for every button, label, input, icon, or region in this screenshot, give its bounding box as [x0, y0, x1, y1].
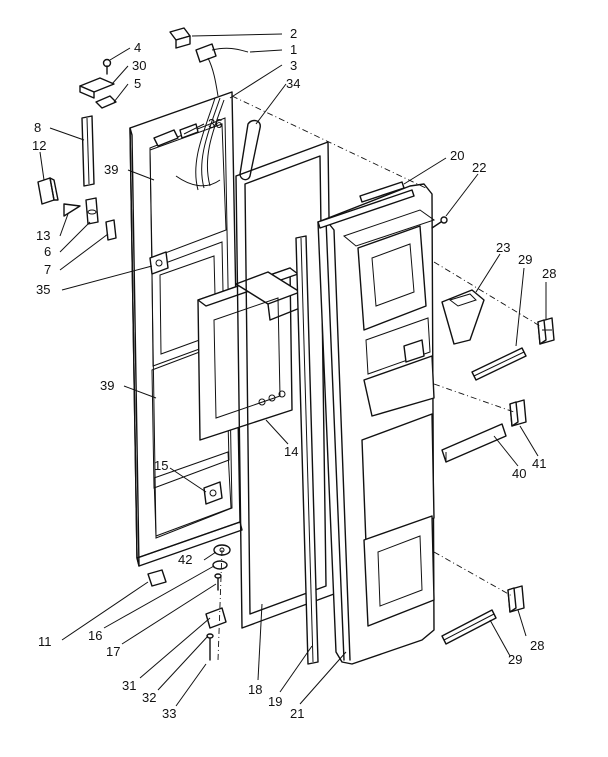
cap-part-12 [37, 177, 59, 205]
callout-labels: 2 1 4 30 3 5 34 36 8 12 20 22 39 13 6 7 … [32, 26, 556, 721]
callout-35: 35 [36, 282, 50, 297]
callout-19: 19 [268, 694, 282, 709]
callout-20: 20 [450, 148, 464, 163]
callout-31: 31 [122, 678, 136, 693]
hinge-pin-part-6 [85, 197, 99, 225]
leader-lines [39, 33, 547, 707]
callout-21: 21 [290, 706, 304, 721]
screw-part-22 [431, 216, 448, 229]
shim-part-5 [95, 95, 117, 109]
callout-17: 17 [106, 644, 120, 659]
callout-15: 15 [154, 458, 168, 473]
tube-part-34 [239, 119, 261, 181]
screw-part-17 [214, 573, 222, 591]
wire-harness-plug-part [195, 43, 249, 97]
callout-32: 32 [142, 690, 156, 705]
callout-16: 16 [88, 628, 102, 643]
callout-36: 36 [208, 116, 222, 131]
callout-34: 34 [286, 76, 300, 91]
callout-28-upper: 28 [542, 266, 556, 281]
ice-chute-part-23 [441, 289, 485, 345]
bottom-hinge-bracket [203, 481, 223, 505]
trim-strip-part-20 [317, 181, 415, 229]
callout-30: 30 [132, 58, 146, 73]
callout-42: 42 [178, 552, 192, 567]
callout-39-upper: 39 [104, 162, 118, 177]
callout-12: 12 [32, 138, 46, 153]
callout-1: 1 [290, 42, 297, 57]
callout-23: 23 [496, 240, 510, 255]
callout-3: 3 [290, 58, 297, 73]
wiring-harness [175, 97, 225, 191]
breaker-strip [295, 235, 319, 665]
shelf-rail-upper [471, 347, 527, 381]
callout-6: 6 [44, 244, 51, 259]
callout-39-lower: 39 [100, 378, 114, 393]
callout-11: 11 [38, 634, 52, 649]
alignment-lines [217, 95, 541, 661]
hinge-part-31 [205, 607, 227, 629]
trim-strip-part-8 [81, 115, 95, 187]
callout-5: 5 [134, 76, 141, 91]
spacer-part-7 [105, 219, 117, 241]
pin-part-13 [63, 203, 81, 217]
callout-8: 8 [34, 120, 41, 135]
callout-33: 33 [162, 706, 176, 721]
callout-13: 13 [36, 228, 50, 243]
callout-29-lower: 29 [508, 652, 522, 667]
shelf-bracket-41 [509, 399, 527, 427]
callout-4: 4 [134, 40, 141, 55]
hinge-part-30 [79, 77, 115, 99]
bushing-part-35 [149, 251, 169, 275]
callout-29-upper: 29 [518, 252, 532, 267]
screw-part-4 [102, 58, 112, 75]
wire-connector-part [169, 27, 191, 49]
foot-part-11 [147, 569, 167, 587]
callout-28-lower: 28 [530, 638, 544, 653]
callout-14: 14 [284, 444, 298, 459]
washer-part-16 [212, 560, 228, 570]
callout-41: 41 [532, 456, 546, 471]
callout-7: 7 [44, 262, 51, 277]
shelf-bracket-upper [537, 317, 555, 345]
shelf-rail-lower [441, 609, 497, 645]
door-liner [317, 183, 436, 665]
shelf-rail-40 [441, 423, 507, 463]
insulation-foam-bottom [153, 451, 232, 537]
callout-22: 22 [472, 160, 486, 175]
bolt-part-33 [206, 633, 214, 661]
callout-18: 18 [248, 682, 262, 697]
shelf-bracket-lower [507, 585, 525, 613]
callout-2: 2 [290, 26, 297, 41]
dispenser-housing [197, 267, 301, 441]
callout-40: 40 [512, 466, 526, 481]
